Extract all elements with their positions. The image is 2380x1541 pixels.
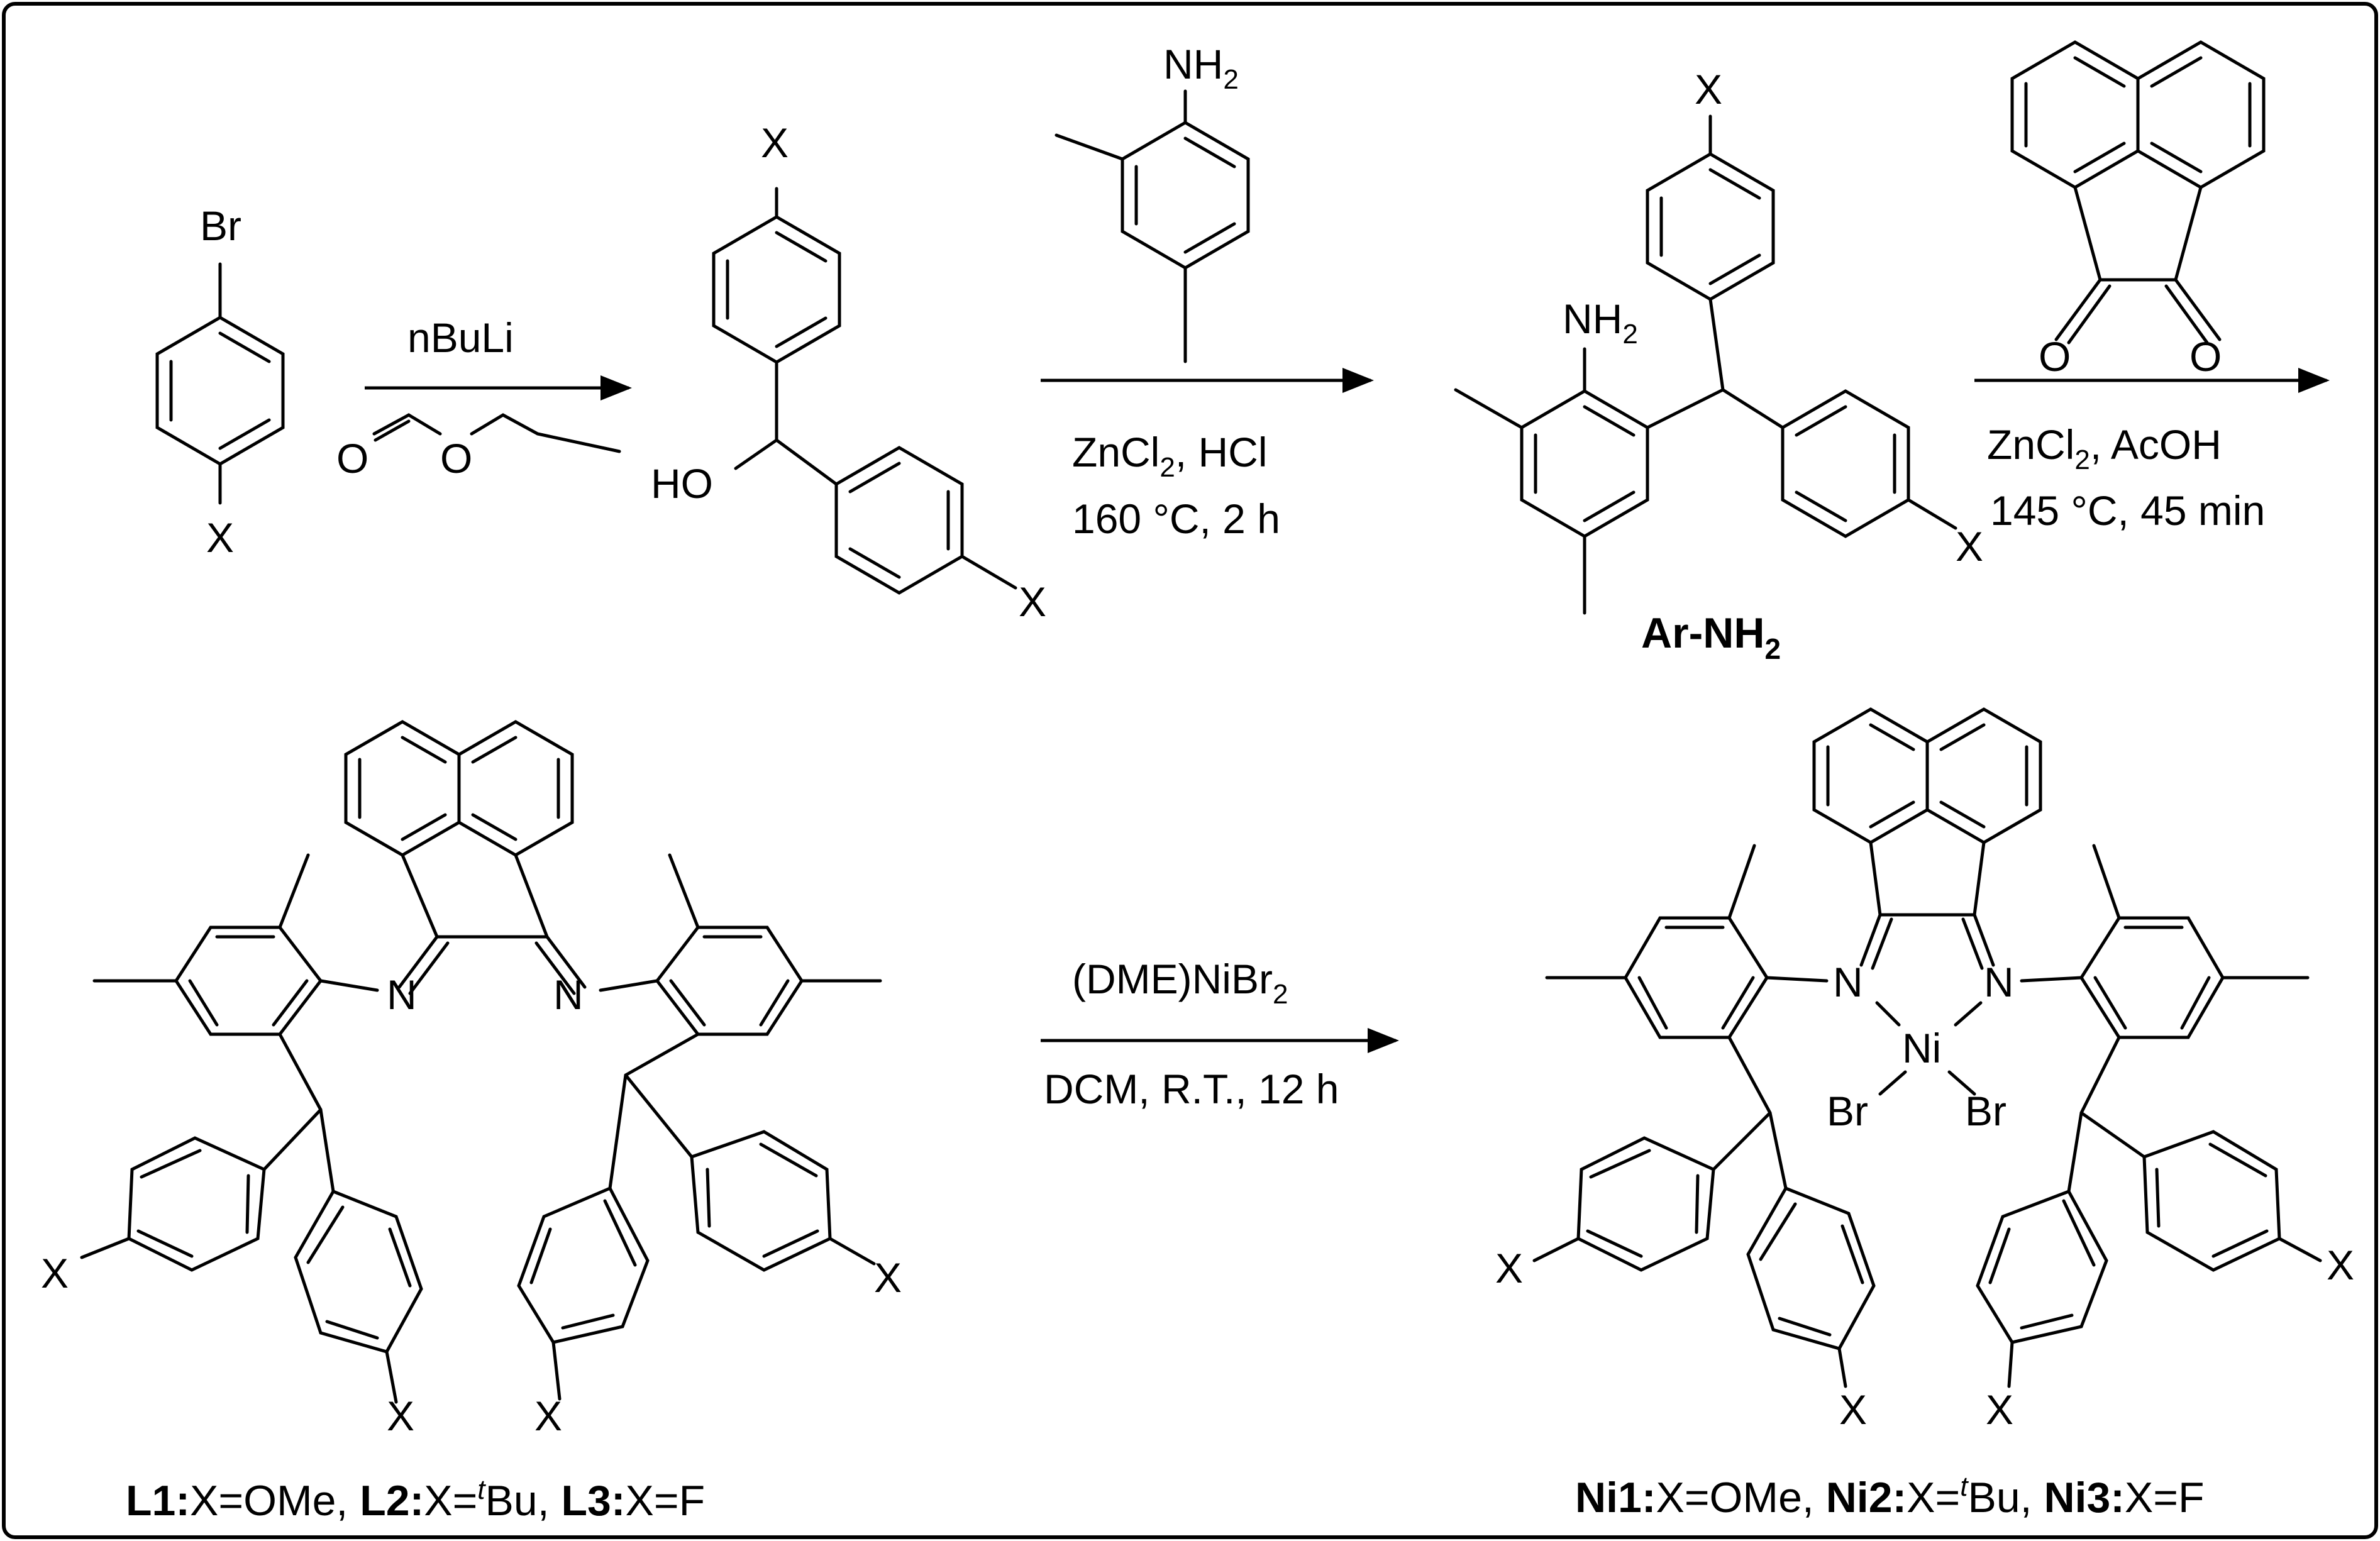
carbinol-structure: X HO X xyxy=(651,119,1046,625)
dione-oxygen-1: O xyxy=(2039,333,2071,380)
ar-nh2-x-top: X xyxy=(1695,66,1722,113)
dimethylaniline-structure: NH2 xyxy=(1054,41,1250,363)
step2-condition-2: 160 °C, 2 h xyxy=(1072,495,1280,542)
nickel-center-label: Ni xyxy=(1902,1025,1941,1071)
carbinol-x-top: X xyxy=(761,119,789,166)
x-substituent-label: X xyxy=(206,514,234,561)
ar-nh2-x-right: X xyxy=(1956,523,1983,570)
ligand-x-3: X xyxy=(874,1254,902,1301)
dione-oxygen-2: O xyxy=(2189,333,2222,380)
step4-conditions: DCM, R.T., 12 h xyxy=(1044,1066,1339,1112)
nickel-complex-structure: N N Ni Br Br X X X X xyxy=(1495,707,2354,1433)
step3-arrow-group: O O ZnCl2, AcOH 145 °C, 45 min xyxy=(1974,40,2330,534)
step4-arrow-group: (DME)NiBr2 DCM, R.T., 12 h xyxy=(1041,956,1399,1112)
ar-nh2-structure: X X NH2 Ar-NH2 xyxy=(1454,66,1983,665)
complex-caption: Ni1:X=OMe, Ni2:X=tBu, Ni3:X=F xyxy=(1575,1471,2205,1522)
hydroxyl-label: HO xyxy=(651,460,713,507)
bromine-label: Br xyxy=(200,202,241,249)
ligand-caption: L1:X=OMe, L2:X=tBu, L3:X=F xyxy=(126,1474,705,1525)
ligand-x-1: X xyxy=(41,1250,69,1296)
amine-nh2-label: NH2 xyxy=(1163,41,1239,95)
ethyl-formate-structure: O O xyxy=(336,413,621,482)
formate-ester-oxygen: O xyxy=(440,435,472,482)
step3-condition-1: ZnCl2, AcOH xyxy=(1987,421,2222,475)
ar-nh2-amine-label: NH2 xyxy=(1563,295,1638,350)
complex-x-3: X xyxy=(2327,1242,2354,1288)
complex-imine-n-right: N xyxy=(1984,959,2014,1005)
complex-x-2: X xyxy=(1839,1386,1867,1433)
complex-x-1: X xyxy=(1495,1245,1523,1291)
nbuli-label: nBuLi xyxy=(407,314,514,361)
formate-carbonyl-oxygen: O xyxy=(336,435,368,482)
bromide-right-label: Br xyxy=(1965,1088,2006,1134)
carbinol-x-right: X xyxy=(1019,578,1046,625)
step2-arrow-group: NH2 ZnCl2, HCl 160 °C, 2 h xyxy=(1041,41,1374,542)
acenaphthenequinone-structure: O O xyxy=(2010,40,2266,380)
step1-arrow-group: nBuLi O O xyxy=(336,314,632,482)
ligand-imine-n-left: N xyxy=(387,971,417,1018)
step2-condition-1: ZnCl2, HCl xyxy=(1072,429,1268,483)
ligand-x-4: X xyxy=(534,1393,562,1439)
complex-imine-n-left: N xyxy=(1833,959,1863,1005)
bromide-left-label: Br xyxy=(1827,1088,1868,1134)
step4-reagent: (DME)NiBr2 xyxy=(1072,956,1288,1010)
complex-x-4: X xyxy=(1986,1386,2013,1433)
ar-nh2-compound-label: Ar-NH2 xyxy=(1641,609,1781,665)
aryl-bromide-structure: Br X xyxy=(155,202,285,561)
step3-condition-2: 145 °C, 45 min xyxy=(1990,487,2265,534)
ligand-x-2: X xyxy=(387,1393,414,1439)
diimine-ligand-structure: N N X X X X xyxy=(41,720,902,1439)
ligand-imine-n-right: N xyxy=(553,971,584,1018)
